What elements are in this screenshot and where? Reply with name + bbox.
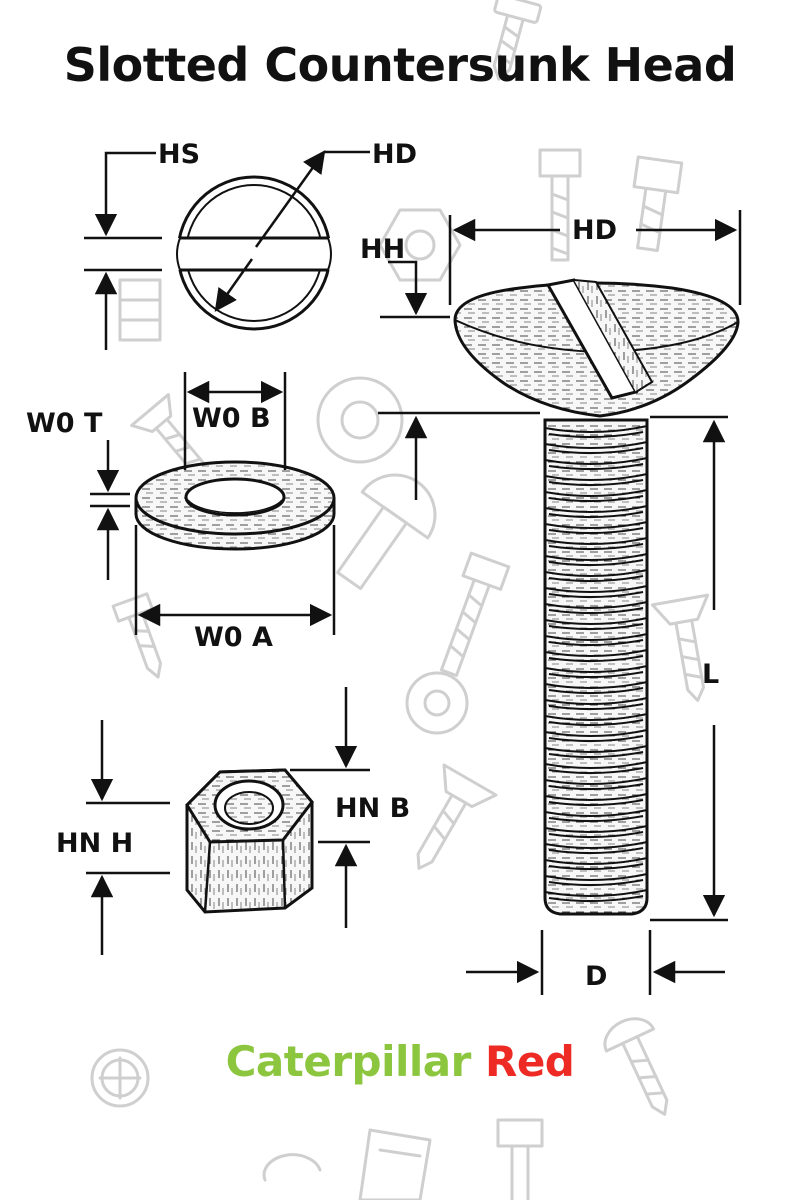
hex-bolt-watermark-icon [118,278,162,342]
washer-watermark-icon [90,1048,150,1108]
hnb-label: HN B [335,793,410,824]
screw-watermark-icon [603,1017,669,1116]
countersunk-screw [453,278,740,916]
hd-diameter-dimension [214,150,370,312]
hex-bolt-watermark-icon [632,155,684,253]
nut-dimensions [86,687,370,955]
washer [134,460,336,551]
head-top-view [174,175,334,331]
washer-watermark-icon [262,1153,322,1182]
w0b-label: W0 B [192,403,271,434]
screw-watermark-icon [416,763,498,870]
l-label: L [702,659,719,690]
rivet-watermark-icon [336,473,437,591]
hex-bolt-watermark-icon [538,148,582,262]
hex-bolt-watermark-icon [496,1118,544,1200]
d-label: D [585,961,607,992]
brand-logo: Caterpillar Red [0,1037,800,1086]
screw-watermark-icon [650,593,710,702]
hex-bolt-watermark-icon [439,551,511,677]
washer-dimensions [90,372,336,635]
hs-label: HS [158,139,200,170]
brand-word-2: Red [484,1037,575,1086]
screw-watermark-icon [492,0,543,81]
washer-watermark-icon [405,671,469,735]
hh-label: HH [360,234,405,265]
hex-nut [185,768,314,914]
brand-word-1: Caterpillar [225,1037,472,1086]
hd-bolt-label: HD [572,215,617,246]
hnh-label: HN H [56,828,133,859]
nut-watermark-icon [358,1128,432,1200]
screw-watermark-icon [111,592,163,679]
thread-lines [544,425,648,903]
washer-watermark-icon [316,376,404,464]
w0a-label: W0 A [194,622,273,653]
hs-dimension [84,151,162,350]
nut-watermark-icon [378,208,462,282]
screw-dimensions [378,210,742,995]
page-title: Slotted Countersunk Head [63,38,737,92]
w0t-label: W0 T [26,408,103,439]
hd-top-label: HD [372,139,417,170]
